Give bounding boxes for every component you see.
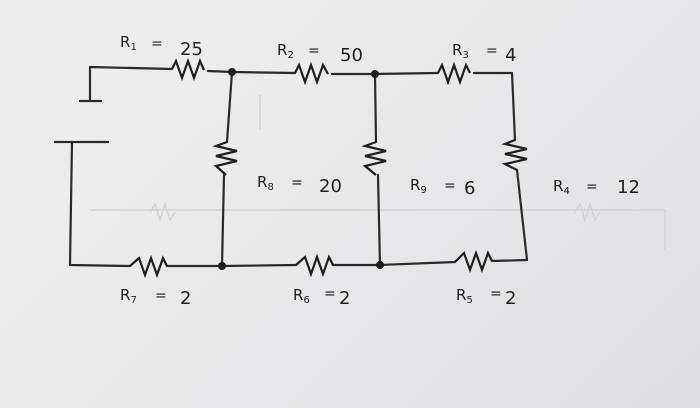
svg-text:=: = [155,288,167,304]
wire-r4-to-bottom-right [490,168,529,263]
node-b [371,70,379,78]
svg-text:12: 12 [617,177,640,198]
node-d [376,261,384,269]
svg-text:=: = [151,36,163,52]
svg-text:25: 25 [180,39,203,60]
svg-text:=: = [490,286,502,302]
wire-r6-to-node-c [220,263,298,268]
resistor-r7 [129,254,168,279]
wire-r1-to-node-a [206,69,234,74]
wires [68,65,529,268]
svg-text:R2: R2 [277,41,294,61]
svg-text:6: 6 [464,178,475,199]
label-r6: R6 = 2 [293,286,350,309]
resistor-r5 [454,249,493,274]
label-r9: R9 = 6 [410,176,475,199]
resistor-r3 [437,61,471,86]
battery [53,99,110,144]
label-r7: R7 = 2 [120,286,191,309]
svg-text:R1: R1 [120,33,137,53]
svg-text:2: 2 [339,288,350,309]
svg-text:=: = [444,178,456,194]
label-r3: R3 = 4 [452,41,516,66]
wire-r5-to-node-d [378,260,457,267]
wire-bottom-left [68,140,132,268]
label-r8: R8 = 20 [257,173,342,197]
node-c [218,262,226,270]
svg-text:R5: R5 [456,286,473,306]
svg-text:=: = [586,179,598,195]
resistor-r4 [501,138,528,171]
svg-text:R6: R6 [293,286,310,306]
svg-text:20: 20 [319,176,342,197]
svg-text:4: 4 [505,45,516,66]
resistor-r9 [361,140,387,176]
svg-text:=: = [324,286,336,302]
svg-text:=: = [291,175,303,191]
resistor-r6 [295,253,334,278]
svg-text:R3: R3 [452,41,469,61]
wire-node-b-to-r3 [373,71,440,76]
svg-text:R4: R4 [553,177,570,197]
label-r2: R2 = 50 [277,41,363,66]
svg-text:=: = [486,43,498,59]
junctions [218,68,384,270]
wire-r3-to-right [472,71,517,142]
label-r1: R1 = 25 [120,33,203,60]
wire-node-b-to-r9 [373,72,378,144]
bleed-through [90,95,666,250]
wire-node-a-to-r8 [225,70,234,144]
svg-text:50: 50 [340,45,363,66]
wire-node-a-to-r2 [230,70,297,75]
wire-top-left [88,65,174,102]
label-r5: R5 = 2 [456,286,516,309]
svg-text:2: 2 [180,288,191,309]
resistor-r2 [294,61,329,86]
svg-text:2: 2 [505,288,516,309]
resistor-r1 [171,57,206,82]
wire-r8-to-node-c [220,173,226,268]
svg-text:R9: R9 [410,176,427,196]
resistor-r8 [212,140,238,176]
svg-text:R8: R8 [257,173,274,193]
label-r4: R4 = 12 [553,177,640,198]
svg-text:=: = [308,43,320,59]
wire-r9-to-node-d [376,173,382,267]
node-a [228,68,236,76]
svg-text:R7: R7 [120,286,137,306]
